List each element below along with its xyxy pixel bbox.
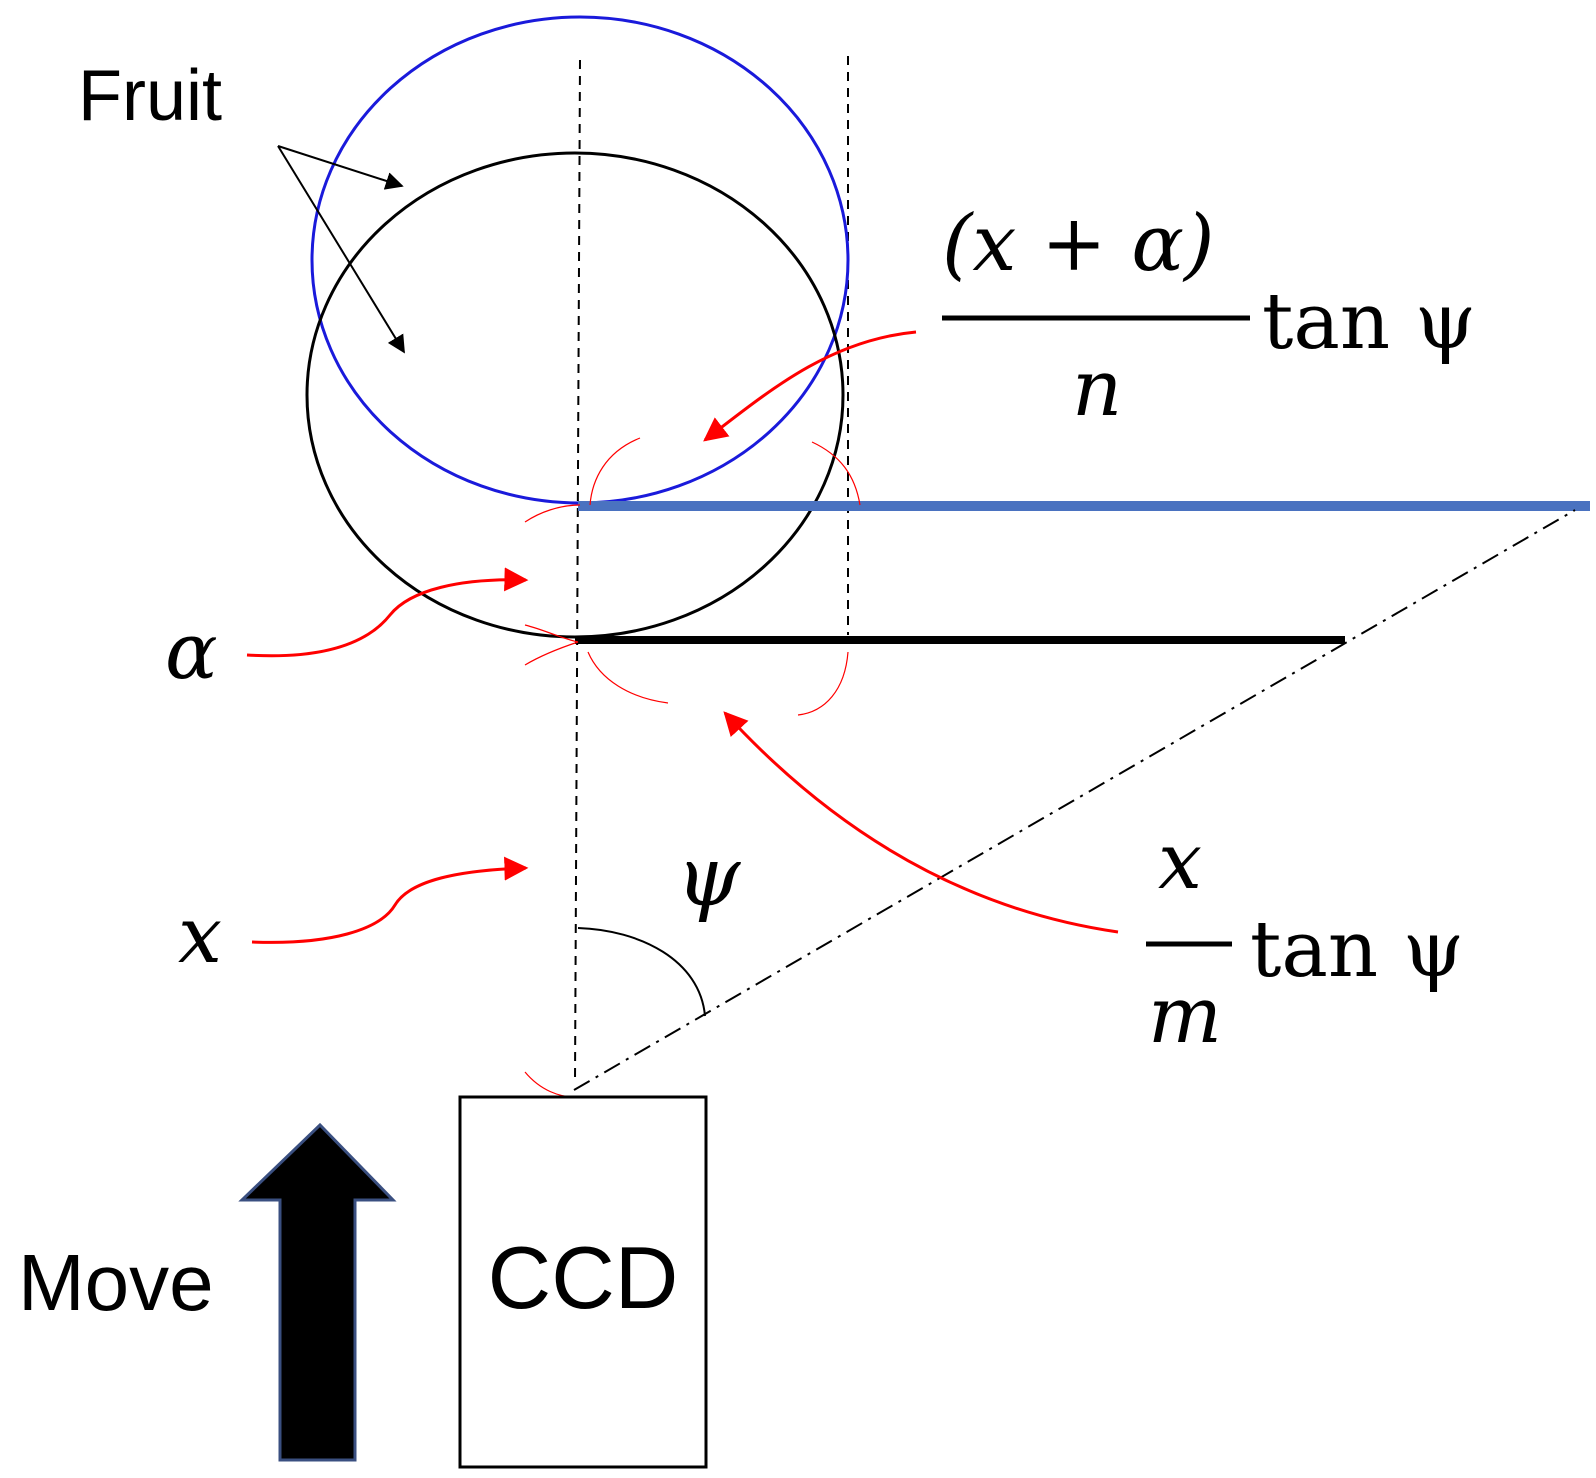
top-formula-numerator: (x + α) [942, 199, 1214, 289]
psi-angle-arc [577, 927, 706, 1017]
bottom-formula-annotation-arrow [723, 711, 1119, 934]
move-label: Move [18, 1238, 214, 1327]
top-formula: (x + α) n tan ψ [942, 199, 1476, 434]
top-formula-annotation-arrow [703, 330, 917, 442]
alpha-label: α [165, 607, 218, 697]
fruit-label: Fruit [78, 56, 222, 136]
bottom-formula-denominator: m [1148, 971, 1222, 1061]
bottom-formula-suffix: tan ψ [1250, 905, 1464, 995]
bottom-formula: x m tan ψ [1146, 817, 1464, 1061]
ccd-label: CCD [488, 1228, 679, 1327]
x-annotation-arrow [251, 856, 529, 944]
projection-dashdot-line [573, 509, 1576, 1091]
bottom-formula-numerator: x [1158, 817, 1202, 907]
top-formula-denominator: n [1072, 344, 1122, 434]
center-dashed-line [574, 59, 581, 1083]
fruit-pointer-to-original [277, 145, 405, 354]
top-formula-suffix: tan ψ [1262, 277, 1476, 367]
red-dimension-arcs [524, 437, 861, 1098]
up-arrow-icon [238, 1122, 397, 1462]
psi-label: ψ [676, 830, 741, 925]
fruit-pointer-to-shifted [277, 145, 404, 190]
ccd-box [458, 1095, 708, 1469]
x-label: x [178, 891, 222, 981]
alpha-annotation-arrow [246, 567, 529, 658]
